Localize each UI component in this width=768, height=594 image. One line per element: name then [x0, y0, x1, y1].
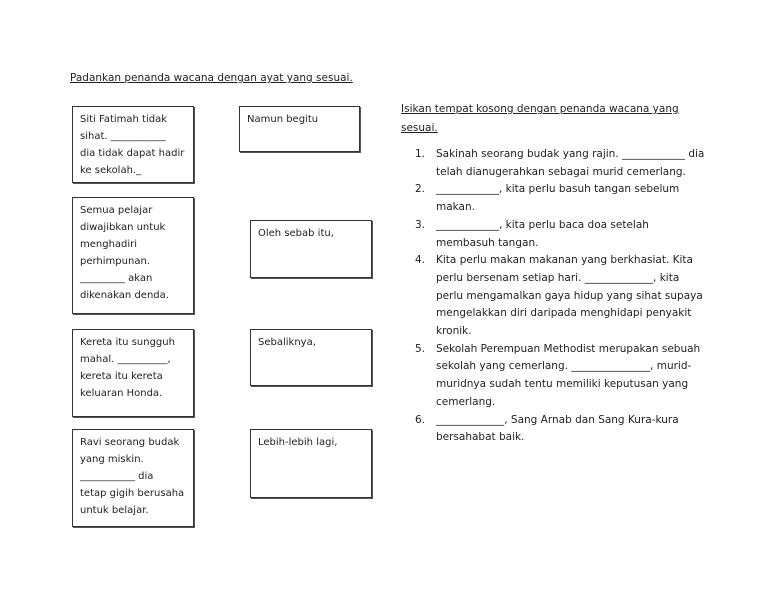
question-number: 1. [415, 148, 426, 160]
fill-blank-instruction: Isikan tempat kosong dengan penanda waca… [401, 103, 679, 134]
sentence-text-2: Semua pelajar diwajibkan untuk menghadir… [80, 205, 169, 301]
question-number: 4. [415, 254, 426, 267]
sentence-text-4: Ravi seorang budak yang miskin. ________… [80, 437, 185, 516]
marker-box-1: Namun begitu [239, 106, 360, 152]
question-item: 1. Sakinah seorang budak yang rajin. ___… [415, 146, 705, 181]
marker-text-2: Oleh sebab itu, [258, 228, 334, 239]
question-text: Kita perlu makan makanan yang berkhasiat… [436, 254, 703, 338]
sentence-box-4: Ravi seorang budak yang miskin. ________… [72, 429, 194, 527]
marker-text-3: Sebaliknya, [258, 337, 316, 348]
question-number: 6. [415, 413, 426, 426]
question-number: 3. [415, 218, 426, 231]
question-text: Sakinah seorang budak yang rajin. ______… [436, 148, 705, 178]
sentence-box-3: Kereta itu sungguh mahal. __________, ke… [72, 329, 194, 417]
question-number: 5. [415, 342, 426, 355]
question-item: 2. ____________, kita perlu basuh tangan… [415, 181, 705, 216]
question-item: 5. Sekolah Perempuan Methodist merupakan… [415, 341, 705, 412]
marker-box-3: Sebaliknya, [250, 329, 372, 386]
question-list: 1. Sakinah seorang budak yang rajin. ___… [415, 146, 705, 447]
sentence-text-1: Siti Fatimah tidak sihat. ___________ di… [80, 114, 185, 176]
matching-instruction: Padankan penanda wacana dengan ayat yang… [70, 72, 353, 84]
question-item: 4. Kita perlu makan makanan yang berkhas… [415, 252, 705, 341]
question-text: _____________, Sang Arnab dan Sang Kura-… [436, 413, 679, 444]
question-text: ____________, kita perlu baca doa setela… [436, 218, 649, 249]
question-item: 3. ____________, kita perlu baca doa set… [415, 217, 705, 252]
question-number: 2. [415, 183, 426, 196]
sentence-text-3: Kereta itu sungguh mahal. __________, ke… [80, 337, 175, 399]
marker-box-2: Oleh sebab itu, [250, 220, 372, 278]
marker-text-4: Lebih-lebih lagi, [258, 437, 338, 448]
marker-box-4: Lebih-lebih lagi, [250, 429, 372, 498]
marker-text-1: Namun begitu [247, 114, 319, 125]
question-text: ____________, kita perlu basuh tangan se… [436, 183, 680, 214]
question-text: Sekolah Perempuan Methodist merupakan se… [436, 342, 701, 408]
sentence-box-2: Semua pelajar diwajibkan untuk menghadir… [72, 197, 194, 314]
sentence-box-1: Siti Fatimah tidak sihat. ___________ di… [72, 106, 194, 183]
question-item: 6. _____________, Sang Arnab dan Sang Ku… [415, 412, 705, 447]
